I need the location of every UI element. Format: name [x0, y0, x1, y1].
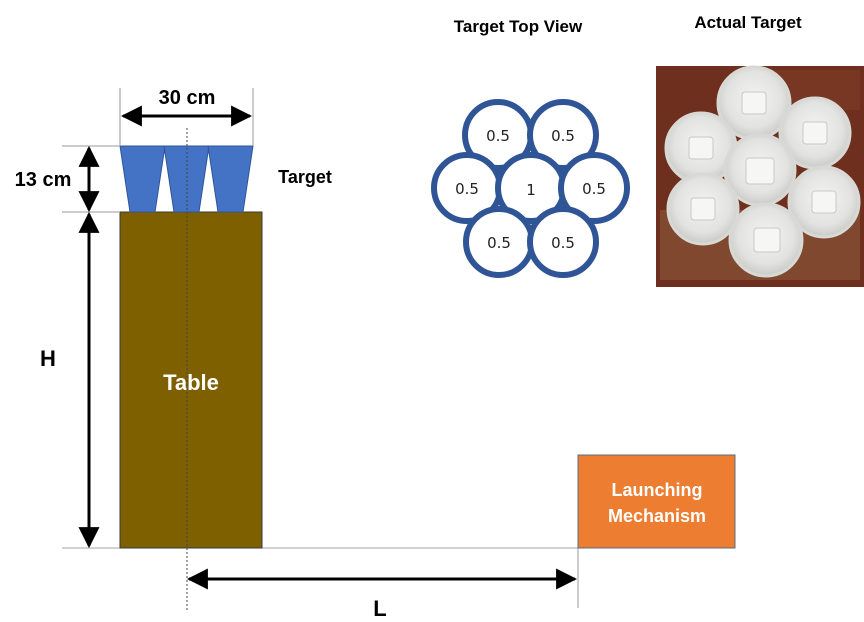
- table: [119, 211, 263, 549]
- width-label: 30 cm: [159, 87, 216, 109]
- actual-target-photo: [656, 65, 864, 287]
- cup-side: [163, 145, 210, 213]
- table-label: Table: [163, 370, 219, 395]
- target-cups-side: [119, 145, 254, 213]
- distance-label: L: [373, 596, 386, 621]
- cup-value: 0.5: [486, 127, 510, 145]
- cup-value: 0.5: [551, 127, 575, 145]
- cup-circle: [527, 99, 599, 171]
- cup-value: 0.5: [551, 234, 575, 252]
- launcher-label-line2: Mechanism: [608, 506, 706, 526]
- cup-value-center: 1: [526, 181, 536, 199]
- cup-value: 0.5: [487, 234, 511, 252]
- top-view-title: Target Top View: [454, 17, 583, 36]
- photo-cups: [664, 65, 861, 278]
- cup-value: 0.5: [582, 180, 606, 198]
- launching-mechanism: [577, 454, 736, 549]
- cup-circle: [558, 152, 630, 224]
- cup-value: 0.5: [455, 180, 479, 198]
- cup-side: [119, 145, 166, 213]
- actual-target-title: Actual Target: [694, 13, 802, 32]
- cup-height-label: 13 cm: [15, 169, 72, 191]
- cup-circle: [527, 206, 599, 278]
- cup-side: [207, 145, 254, 213]
- target-label: Target: [278, 167, 332, 187]
- launcher-label-line1: Launching: [612, 480, 703, 500]
- height-label: H: [40, 346, 56, 371]
- target-top-view: 0.5 0.5 0.5 1 0.5 0.5 0.5: [431, 99, 630, 278]
